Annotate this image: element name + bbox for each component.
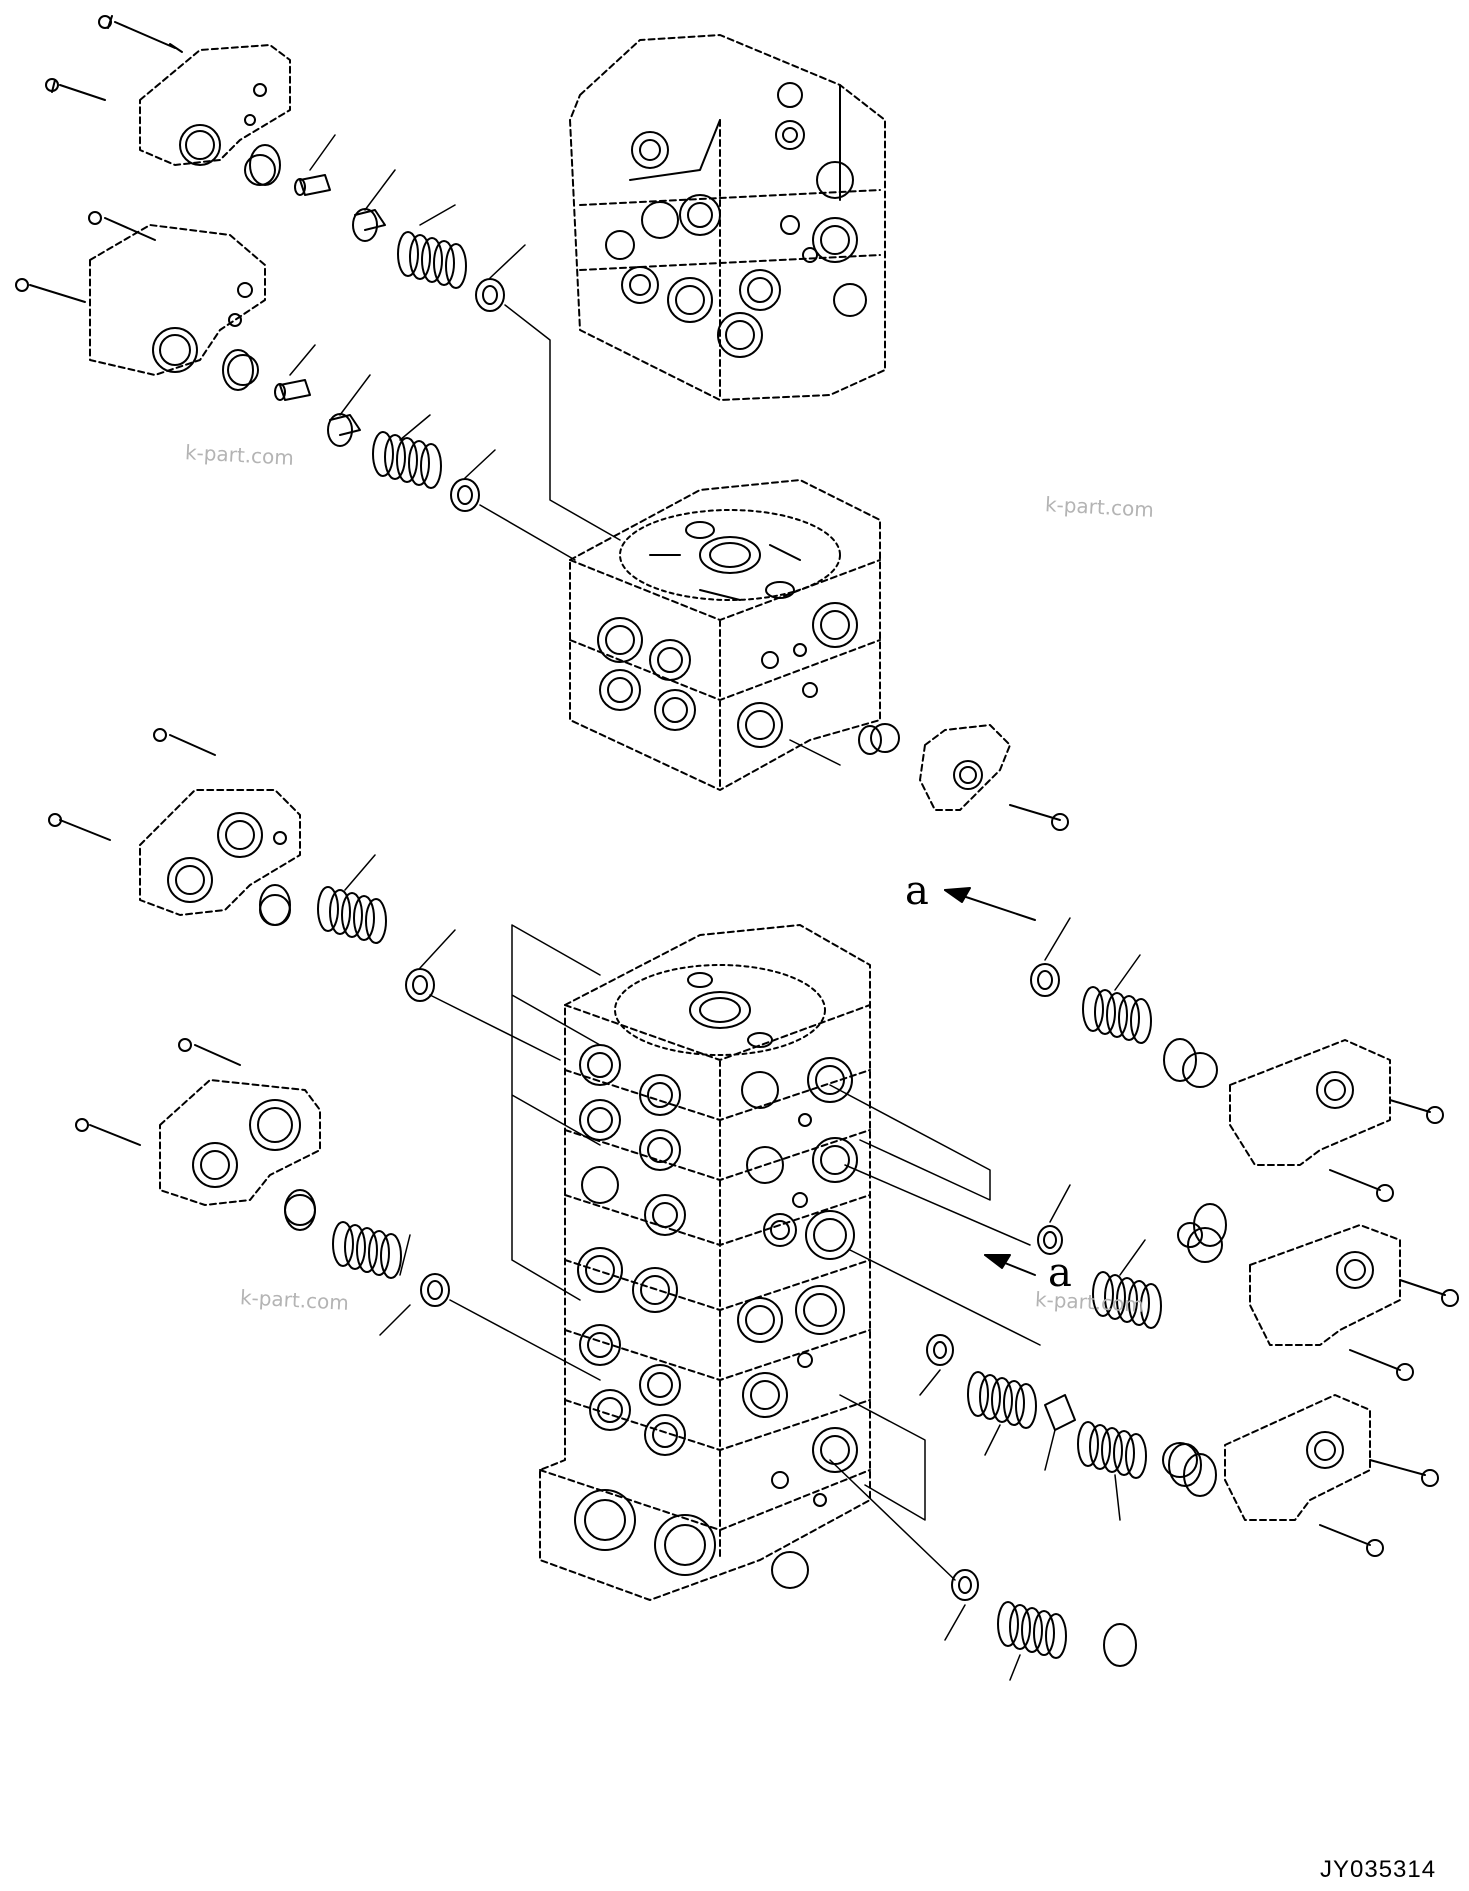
cover-2: [15, 211, 266, 386]
middle-valve-block: [569, 479, 881, 791]
cover-5: [870, 723, 1069, 831]
drawing-code: JY035314: [1320, 1856, 1437, 1883]
cover-8: [1162, 1394, 1439, 1557]
pistons-and-retainers: [274, 174, 386, 447]
callout-a-lower: a: [1048, 1250, 1072, 1296]
seal-rings: [405, 278, 1076, 1601]
assembly-lines: [429, 304, 1041, 1581]
cover-6: [1182, 1039, 1444, 1202]
upper-valve-block: [569, 34, 886, 401]
cover-7: [1177, 1222, 1459, 1381]
o-rings: [222, 144, 1227, 1667]
springs: [317, 231, 1162, 1659]
callout-a-upper: a: [905, 868, 929, 914]
cover-4: [75, 1038, 321, 1226]
callout-ticks: [289, 134, 1146, 1681]
direction-arrow-1: [944, 887, 1036, 921]
cover-1: [45, 15, 291, 186]
lower-valve-stack: [539, 924, 871, 1601]
cover-3: [48, 728, 301, 926]
direction-arrow-2: [984, 1254, 1036, 1276]
